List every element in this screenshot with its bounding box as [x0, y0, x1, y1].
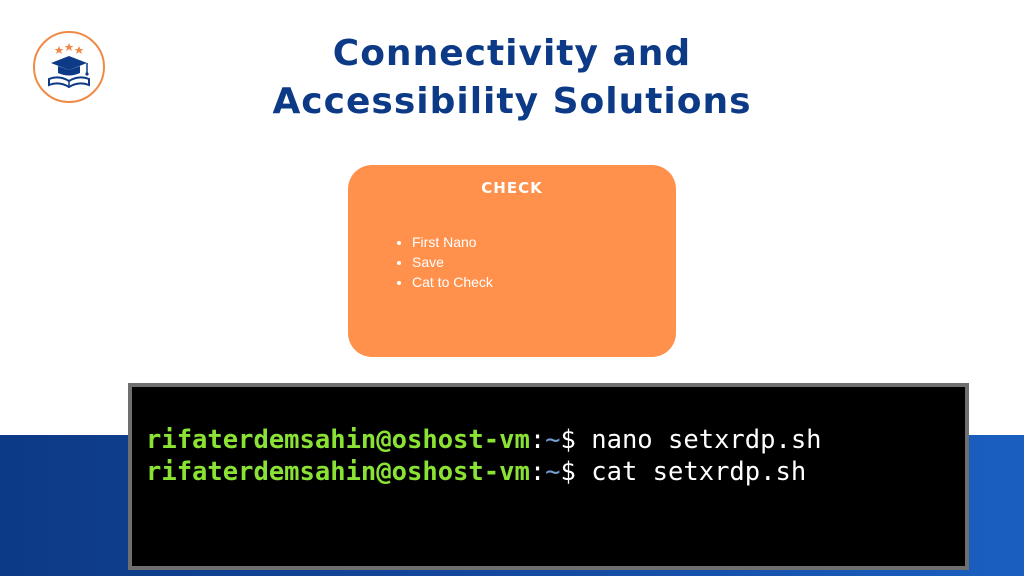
- list-item: Cat to Check: [412, 272, 493, 292]
- card-list: First Nano Save Cat to Check: [396, 232, 493, 292]
- prompt-symbol: $: [560, 457, 592, 487]
- list-item: First Nano: [412, 232, 493, 252]
- prompt-symbol: $: [560, 425, 592, 455]
- prompt-user-host: rifaterdemsahin@oshost-vm: [146, 457, 530, 487]
- terminal-line: rifaterdemsahin@oshost-vm:~$ nano setxrd…: [146, 424, 822, 456]
- list-item: Save: [412, 252, 493, 272]
- slide-title: Connectivity and Accessibility Solutions: [0, 30, 1024, 126]
- slide-title-line-2: Accessibility Solutions: [272, 81, 752, 122]
- graduation-cap-book-logo-icon: [33, 31, 105, 103]
- card-title: CHECK: [481, 179, 543, 197]
- terminal-command: cat setxrdp.sh: [591, 457, 807, 487]
- prompt-user-host: rifaterdemsahin@oshost-vm: [146, 425, 530, 455]
- terminal-line: rifaterdemsahin@oshost-vm:~$ cat setxrdp…: [146, 456, 806, 488]
- prompt-separator: :: [529, 425, 546, 455]
- check-card: CHECK First Nano Save Cat to Check: [348, 165, 676, 357]
- terminal-command: nano setxrdp.sh: [591, 425, 822, 455]
- prompt-path: ~: [545, 457, 561, 487]
- slide-title-line-1: Connectivity and: [332, 33, 692, 74]
- prompt-separator: :: [529, 457, 546, 487]
- prompt-path: ~: [545, 425, 561, 455]
- terminal-window: rifaterdemsahin@oshost-vm:~$ nano setxrd…: [128, 383, 969, 570]
